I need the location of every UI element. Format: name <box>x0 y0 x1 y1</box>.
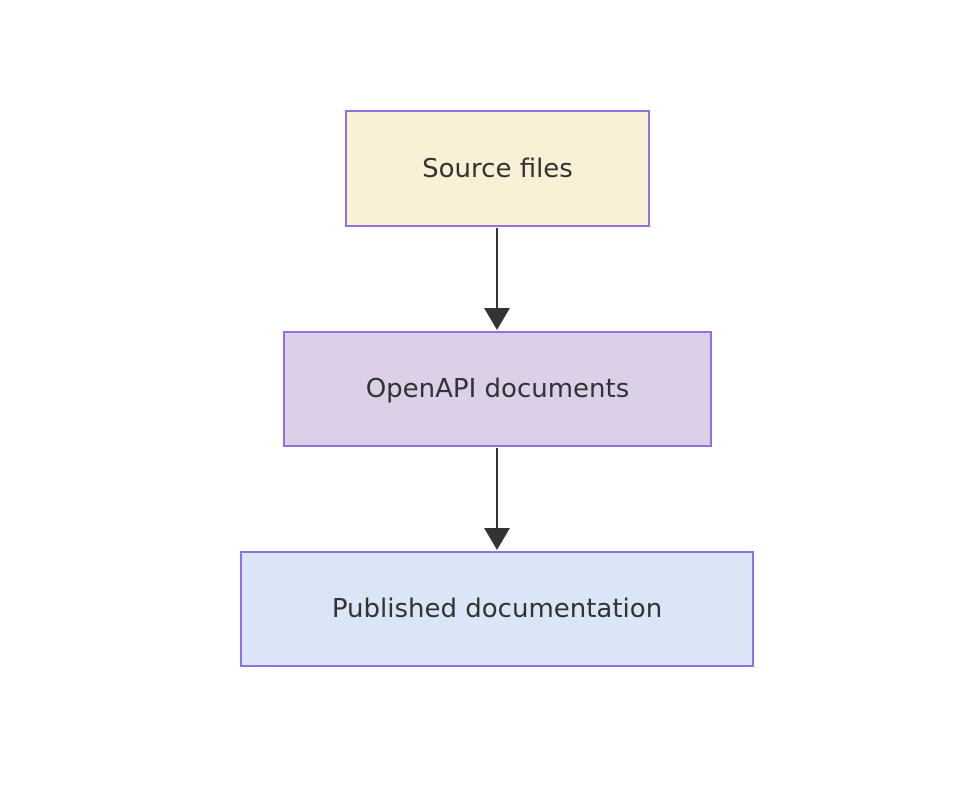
node-openapi-documents: OpenAPI documents <box>283 331 712 447</box>
arrow-line-openapi-to-published <box>496 448 498 530</box>
node-published-documentation-label: Published documentation <box>331 594 663 624</box>
arrowhead-icon <box>484 528 510 550</box>
node-source-files: Source files <box>345 110 650 227</box>
arrowhead-icon <box>484 308 510 330</box>
node-openapi-documents-label: OpenAPI documents <box>365 374 630 404</box>
node-published-documentation: Published documentation <box>240 551 754 667</box>
node-source-files-label: Source files <box>422 153 573 184</box>
arrow-line-source-to-openapi <box>496 228 498 310</box>
